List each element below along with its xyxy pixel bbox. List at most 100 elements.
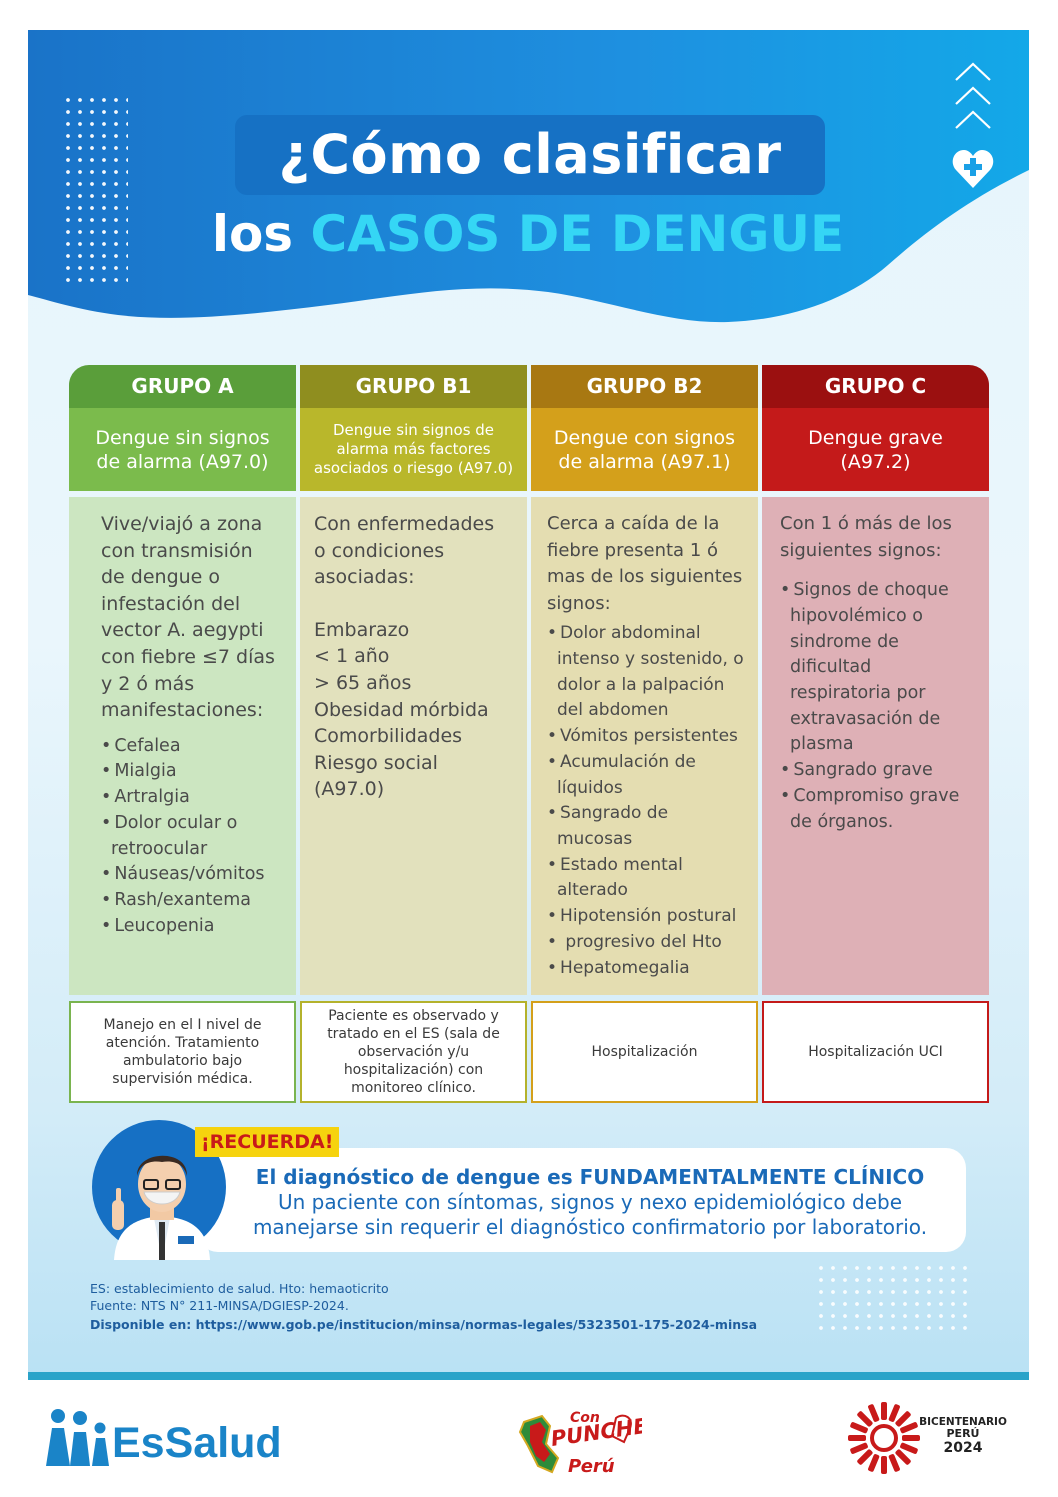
list-item: Sangrado de mucosas <box>547 801 687 852</box>
intro-line: manifestaciones: <box>101 699 264 722</box>
group-b1-intro: Con enfermedades o condiciones asociadas… <box>314 511 517 591</box>
footnote-abbreviations: ES: establecimiento de salud. Hto: hemao… <box>90 1281 389 1296</box>
group-a-symptom-list: Cefalea Mialgia Artralgia Dolor ocular o… <box>101 734 286 940</box>
intro-line: Con 1 ó más de los <box>780 513 952 534</box>
list-item: Cefalea <box>101 734 286 760</box>
page-subtitle-highlight: CASOS DE DENGUE <box>310 205 845 263</box>
intro-line: y 2 ó más <box>101 672 195 695</box>
essalud-logo-text: EsSalud <box>112 1419 282 1467</box>
reminder-text: Un paciente con síntomas, signos y nexo … <box>228 1188 952 1240</box>
dot-pattern-decoration <box>62 94 128 286</box>
reminder-tag: ¡RECUERDA! <box>195 1127 340 1157</box>
intro-line: o condiciones <box>314 539 445 562</box>
group-c-body: Con 1 ó más de los siguientes signos: Si… <box>762 497 989 995</box>
reminder-text-line: manejarse sin requerir el diagnóstico co… <box>252 1215 928 1239</box>
intro-line: Cerca a caída de la <box>547 513 720 534</box>
list-item: > 65 años <box>314 671 412 694</box>
group-b2-subtitle-line: de alarma (A97.1) <box>558 450 731 473</box>
group-b2-subtitle-line: Dengue con signos <box>553 426 736 449</box>
group-c-subtitle: Dengue grave(A97.2) <box>762 408 989 491</box>
punche-peru-text: Perú <box>568 1456 615 1477</box>
group-a-subtitle-line: de alarma (A97.0) <box>96 450 269 473</box>
intro-line: fiebre presenta 1 ó <box>547 539 718 561</box>
group-b1-factor-list: Embarazo < 1 año > 65 años Obesidad mórb… <box>314 617 517 803</box>
group-b1-subtitle-line: asociados o riesgo (A97.0) <box>313 459 514 477</box>
bicentenario-year: 2024 <box>943 1440 983 1456</box>
group-b1-body: Con enfermedades o condiciones asociadas… <box>300 497 527 995</box>
reminder-text-line: Un paciente con síntomas, signos y nexo … <box>278 1190 902 1214</box>
health-heart-icon <box>952 62 994 188</box>
list-item: Náuseas/vómitos <box>101 862 286 888</box>
group-c-management: Hospitalización UCI <box>762 1001 989 1103</box>
intro-line: mas de los siguientes <box>547 566 743 588</box>
list-item: Sangrado grave <box>780 758 979 784</box>
dot-pattern-decoration <box>815 1262 971 1334</box>
header-wave-background <box>28 30 1029 323</box>
group-c-intro: Con 1 ó más de los siguientes signos: <box>780 511 979 564</box>
group-a-intro: Vive/viajó a zona con transmisión de den… <box>101 511 286 724</box>
page-title: ¿Cómo clasificar <box>278 123 782 186</box>
intro-line: con fiebre ≤7 días <box>101 645 275 668</box>
group-a-subtitle-line: Dengue sin signos <box>95 426 270 449</box>
reminder-title: El diagnóstico de dengue es FUNDAMENTALM… <box>255 1165 925 1189</box>
group-b1-subtitle-line: Dengue sin signos de <box>332 421 495 439</box>
intro-line: signos: <box>547 592 611 614</box>
group-c-header: GRUPO C <box>762 365 989 408</box>
group-b2-management: Hospitalización <box>531 1001 758 1103</box>
group-b2-body: Cerca a caída de la fiebre presenta 1 ó … <box>531 497 758 995</box>
group-a-body: Vive/viajó a zona con transmisión de den… <box>69 497 296 995</box>
list-item: Signos de choque hipovolémico o sindrome… <box>780 578 950 758</box>
group-c-sign-list: Signos de choque hipovolémico o sindrome… <box>780 578 979 835</box>
group-a-management: Manejo en el I nivel de atención. Tratam… <box>69 1001 296 1103</box>
list-item: Estado mental alterado <box>547 853 697 904</box>
essalud-family-logo-icon <box>46 1409 109 1466</box>
bicentenario-emblem-icon <box>848 1402 920 1474</box>
list-item: Rash/exantema <box>101 888 286 914</box>
doctor-illustration <box>112 1155 210 1260</box>
bicentenario-logo-text: BICENTENARIO PERÚ 2024 <box>918 1416 1008 1456</box>
list-item: Leucopenia <box>101 914 286 940</box>
bottom-divider <box>28 1372 1029 1380</box>
list-item: (A97.0) <box>314 778 385 801</box>
list-item: progresivo del Hto <box>547 930 752 956</box>
group-c-subtitle-line: Dengue grave <box>808 426 943 449</box>
intro-line: vector A. aegypti <box>101 619 264 642</box>
list-item: Dolor ocular o retroocular <box>101 811 251 862</box>
intro-line: de dengue o <box>101 566 221 589</box>
list-item: Comorbilidades <box>314 725 463 748</box>
reminder-bubble <box>198 1148 966 1252</box>
group-b2-alarm-sign-list: Dolor abdominal intenso y sostenido, o d… <box>547 621 752 981</box>
group-b2-intro: Cerca a caída de la fiebre presenta 1 ó … <box>547 511 752 617</box>
list-item: Hipotensión postural <box>547 904 752 930</box>
bicentenario-line: PERÚ <box>946 1427 980 1440</box>
intro-line: Con enfermedades <box>314 513 495 535</box>
group-a-header: GRUPO A <box>69 365 296 408</box>
list-item: Dolor abdominal intenso y sostenido, o d… <box>547 621 752 724</box>
group-b1-management: Paciente es observado y tratado en el ES… <box>300 1001 527 1103</box>
intro-line: asociadas: <box>314 566 415 589</box>
list-item: Compromiso grave de órganos. <box>780 784 965 835</box>
list-item: < 1 año <box>314 645 390 668</box>
group-b1-subtitle-line: alarma más factores <box>336 440 491 458</box>
group-b2-header: GRUPO B2 <box>531 365 758 408</box>
page-subtitle: los CASOS DE DENGUE <box>128 202 928 266</box>
intro-line: infestación del <box>101 592 241 615</box>
list-item: Riesgo social <box>314 751 438 774</box>
punche-con-text: Con <box>570 1410 600 1426</box>
poster: ¿Cómo clasificar los CASOS DE DENGUE GRU… <box>28 30 1029 1380</box>
group-c-subtitle-line: (A97.2) <box>840 450 911 473</box>
footnote-link[interactable]: Disponible en: https://www.gob.pe/instit… <box>90 1317 758 1332</box>
list-item: Embarazo <box>314 618 410 641</box>
group-c-column: GRUPO C Dengue grave(A97.2) Con 1 ó más … <box>762 365 989 1103</box>
title-background-box <box>235 115 825 195</box>
intro-line: Vive/viajó a zona <box>101 513 263 535</box>
list-item: Acumulación de líquidos <box>547 750 707 801</box>
intro-line: siguientes signos: <box>780 539 942 561</box>
list-item: Mialgia <box>101 759 286 785</box>
intro-line: con transmisión <box>101 539 253 562</box>
